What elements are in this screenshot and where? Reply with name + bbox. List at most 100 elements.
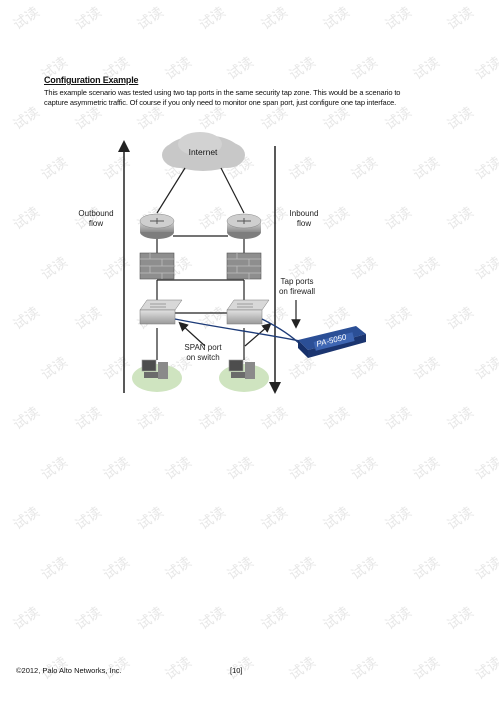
watermark-text: 试读 bbox=[10, 204, 43, 234]
watermark-text: 试读 bbox=[162, 54, 195, 84]
watermark-text: 试读 bbox=[100, 554, 133, 584]
pa-5050-device-icon bbox=[298, 326, 366, 358]
watermark-text: 试读 bbox=[444, 604, 477, 634]
watermark-text: 试读 bbox=[472, 654, 499, 684]
watermark-text: 试读 bbox=[286, 654, 319, 684]
paragraph-line-2: capture asymmetric traffic. Of course if… bbox=[44, 97, 397, 107]
watermark-text: 试读 bbox=[10, 104, 43, 134]
watermark-text: 试读 bbox=[472, 354, 499, 384]
watermark-text: 试读 bbox=[286, 454, 319, 484]
workstation-group-left-icon bbox=[132, 359, 182, 392]
watermark-text: 试读 bbox=[472, 554, 499, 584]
watermark-text: 试读 bbox=[134, 504, 167, 534]
section-paragraph: This example scenario was tested using t… bbox=[44, 88, 464, 107]
footer-page-number: [10] bbox=[230, 666, 243, 675]
watermark-text: 试读 bbox=[162, 554, 195, 584]
watermark-text: 试读 bbox=[196, 4, 229, 34]
span-port-label-line2: on switch bbox=[186, 353, 219, 362]
inbound-label-line2: flow bbox=[297, 219, 311, 228]
watermark-text: 试读 bbox=[72, 4, 105, 34]
watermark-text: 试读 bbox=[444, 304, 477, 334]
watermark-text: 试读 bbox=[10, 604, 43, 634]
watermark-text: 试读 bbox=[444, 504, 477, 534]
watermark-text: 试读 bbox=[162, 654, 195, 684]
watermark-text: 试读 bbox=[224, 54, 257, 84]
watermark-text: 试读 bbox=[72, 504, 105, 534]
watermark-text: 试读 bbox=[382, 204, 415, 234]
section-heading: Configuration Example bbox=[44, 75, 139, 85]
watermark-text: 试读 bbox=[258, 504, 291, 534]
watermark-text: 试读 bbox=[286, 554, 319, 584]
inbound-label-line1: Inbound bbox=[290, 209, 319, 218]
watermark-text: 试读 bbox=[38, 154, 71, 184]
watermark-text: 试读 bbox=[196, 504, 229, 534]
watermark-text: 试读 bbox=[72, 604, 105, 634]
watermark-text: 试读 bbox=[382, 304, 415, 334]
router-right-icon bbox=[226, 213, 262, 239]
watermark-text: 试读 bbox=[134, 404, 167, 434]
internet-label: Internet bbox=[189, 147, 218, 157]
switch-right-icon bbox=[226, 299, 270, 325]
watermark-text: 试读 bbox=[472, 154, 499, 184]
watermark-text: 试读 bbox=[410, 254, 443, 284]
watermark-text: 试读 bbox=[410, 354, 443, 384]
span-arrow-left bbox=[178, 321, 206, 347]
watermark-text: 试读 bbox=[100, 454, 133, 484]
tap-ports-label-line1: Tap ports bbox=[281, 277, 314, 286]
watermark-text: 试读 bbox=[320, 604, 353, 634]
span-arrow-right bbox=[244, 322, 272, 347]
watermark-text: 试读 bbox=[348, 654, 381, 684]
watermark-text: 试读 bbox=[320, 504, 353, 534]
watermark-text: 试读 bbox=[382, 4, 415, 34]
watermark-text: 试读 bbox=[224, 454, 257, 484]
watermark-text: 试读 bbox=[258, 4, 291, 34]
watermark-text: 试读 bbox=[224, 554, 257, 584]
watermark-text: 试读 bbox=[348, 54, 381, 84]
firewall-right-icon bbox=[226, 252, 262, 280]
watermark-text: 试读 bbox=[286, 54, 319, 84]
watermark-text: 试读 bbox=[38, 554, 71, 584]
network-diagram: Internet bbox=[78, 132, 366, 394]
firewall-left-icon bbox=[139, 252, 175, 280]
watermark-text: 试读 bbox=[134, 4, 167, 34]
watermark-text: 试读 bbox=[162, 454, 195, 484]
watermark-text: 试读 bbox=[472, 54, 499, 84]
watermark-text: 试读 bbox=[196, 404, 229, 434]
watermark-text: 试读 bbox=[72, 404, 105, 434]
watermark-text: 试读 bbox=[196, 604, 229, 634]
watermark-text: 试读 bbox=[10, 504, 43, 534]
outbound-label-line2: flow bbox=[89, 219, 103, 228]
workstation-group-right-icon bbox=[219, 359, 269, 392]
watermark-text: 试读 bbox=[38, 354, 71, 384]
watermark-text: 试读 bbox=[410, 554, 443, 584]
watermark-text: 试读 bbox=[382, 404, 415, 434]
watermark-text: 试读 bbox=[38, 254, 71, 284]
watermark-text: 试读 bbox=[348, 554, 381, 584]
router-left-icon bbox=[139, 213, 175, 239]
watermark-text: 试读 bbox=[10, 304, 43, 334]
watermark-text: 试读 bbox=[410, 54, 443, 84]
footer-copyright: ©2012, Palo Alto Networks, Inc. bbox=[16, 666, 122, 675]
watermark-text: 试读 bbox=[10, 4, 43, 34]
watermark-text: 试读 bbox=[258, 604, 291, 634]
watermark-text: 试读 bbox=[410, 654, 443, 684]
paragraph-line-1: This example scenario was tested using t… bbox=[44, 88, 401, 97]
internet-cloud bbox=[162, 132, 245, 171]
watermark-text: 试读 bbox=[410, 454, 443, 484]
watermark-text: 试读 bbox=[38, 454, 71, 484]
tap-ports-label-line2: on firewall bbox=[279, 287, 315, 296]
watermark-text: 试读 bbox=[320, 4, 353, 34]
watermark-text: 试读 bbox=[320, 404, 353, 434]
watermark-text: 试读 bbox=[134, 604, 167, 634]
watermark-text: 试读 bbox=[444, 204, 477, 234]
watermark-text: 试读 bbox=[472, 454, 499, 484]
watermark-text: 试读 bbox=[382, 504, 415, 534]
outbound-label-line1: Outbound bbox=[78, 209, 113, 218]
watermark-text: 试读 bbox=[10, 404, 43, 434]
switch-left-icon bbox=[139, 299, 183, 325]
watermark-text: 试读 bbox=[382, 604, 415, 634]
watermark-text: 试读 bbox=[444, 404, 477, 434]
watermark-text: 试读 bbox=[444, 4, 477, 34]
watermark-text: 试读 bbox=[472, 254, 499, 284]
watermark-text: 试读 bbox=[258, 404, 291, 434]
